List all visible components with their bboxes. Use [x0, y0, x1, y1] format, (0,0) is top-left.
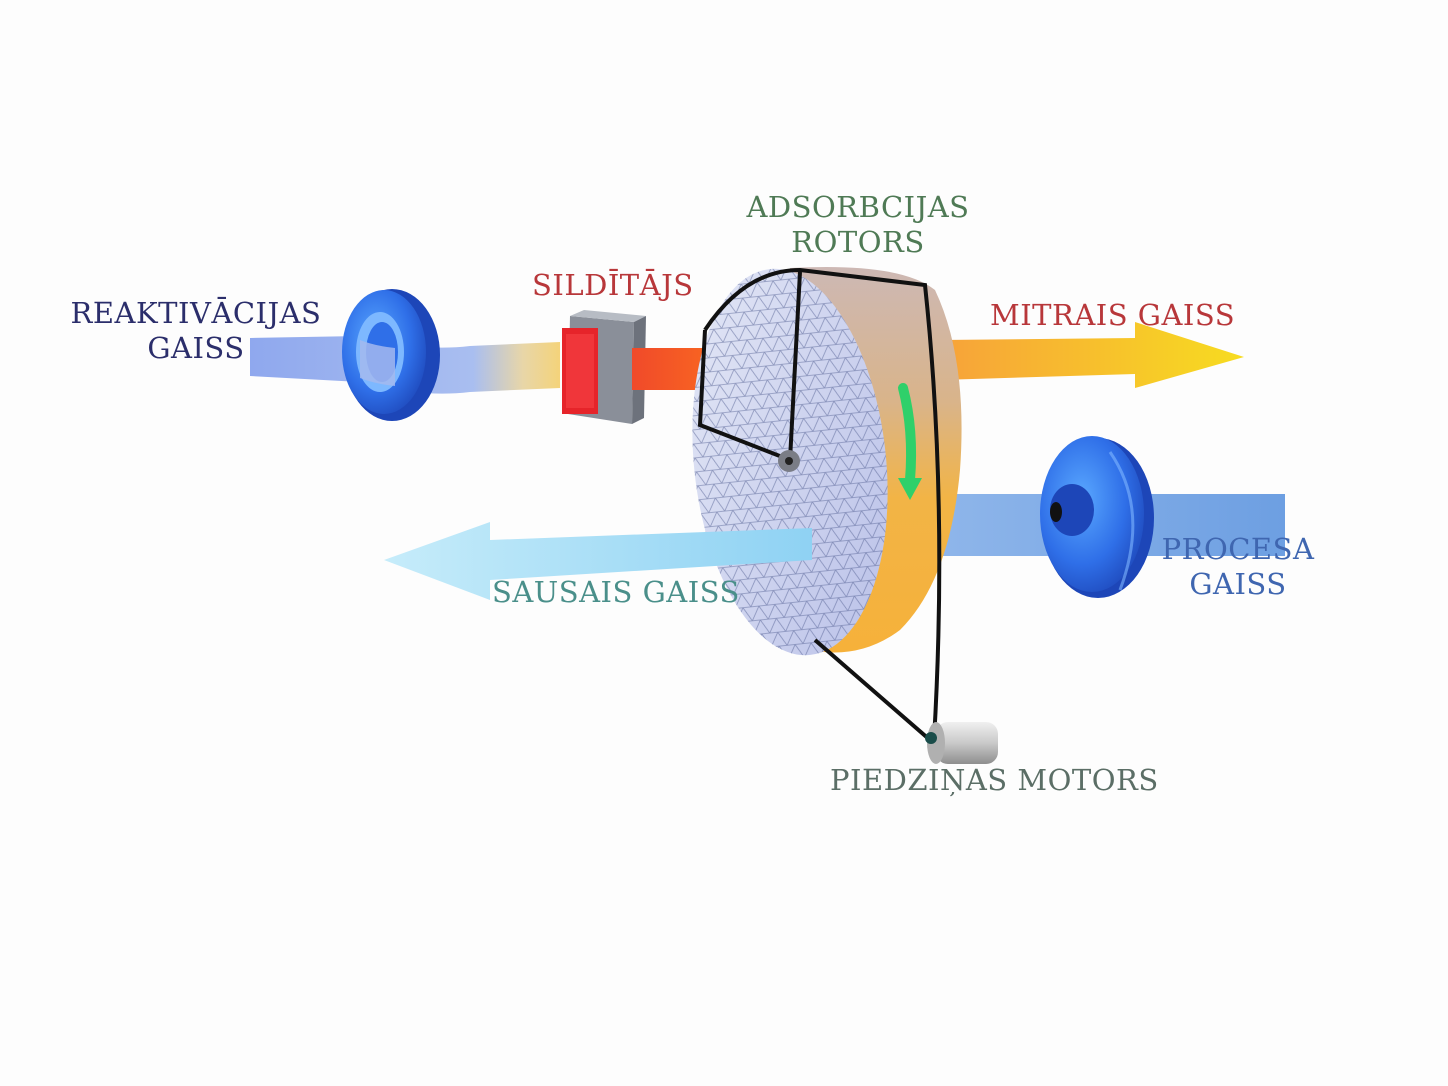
process-air-label-line1: PROCESA [1161, 532, 1315, 566]
dry-air-arrow [384, 522, 812, 600]
wet-air-label: MITRAIS GAISS [990, 298, 1236, 332]
rotor-label: ADSORBCIJAS ROTORS [740, 190, 976, 260]
wet-air-arrow [940, 322, 1244, 388]
drive-motor-icon [925, 722, 998, 764]
reactivation-air-label-line2: GAISS [147, 331, 245, 365]
process-fan-icon [1040, 436, 1154, 598]
reactivation-air-label: REAKTIVĀCIJAS GAISS [68, 296, 324, 366]
rotor-label-line1: ADSORBCIJAS [746, 190, 970, 224]
rotor-label-line2: ROTORS [791, 225, 925, 259]
dry-air-label: SAUSAIS GAISS [492, 575, 740, 609]
reactivation-air-label-line1: REAKTIVĀCIJAS [70, 296, 322, 330]
drive-belt [703, 267, 942, 742]
heater-label: SILDĪTĀJS [532, 268, 694, 302]
drive-motor-label: PIEDZIŅAS MOTORS [830, 763, 1159, 797]
process-air-label: PROCESA GAISS [1156, 532, 1320, 602]
process-air-label-line2: GAISS [1189, 567, 1287, 601]
reactivation-air-stream-front [360, 340, 395, 386]
rotation-arrow-icon [898, 383, 922, 500]
drive-belt-inner [697, 271, 802, 463]
